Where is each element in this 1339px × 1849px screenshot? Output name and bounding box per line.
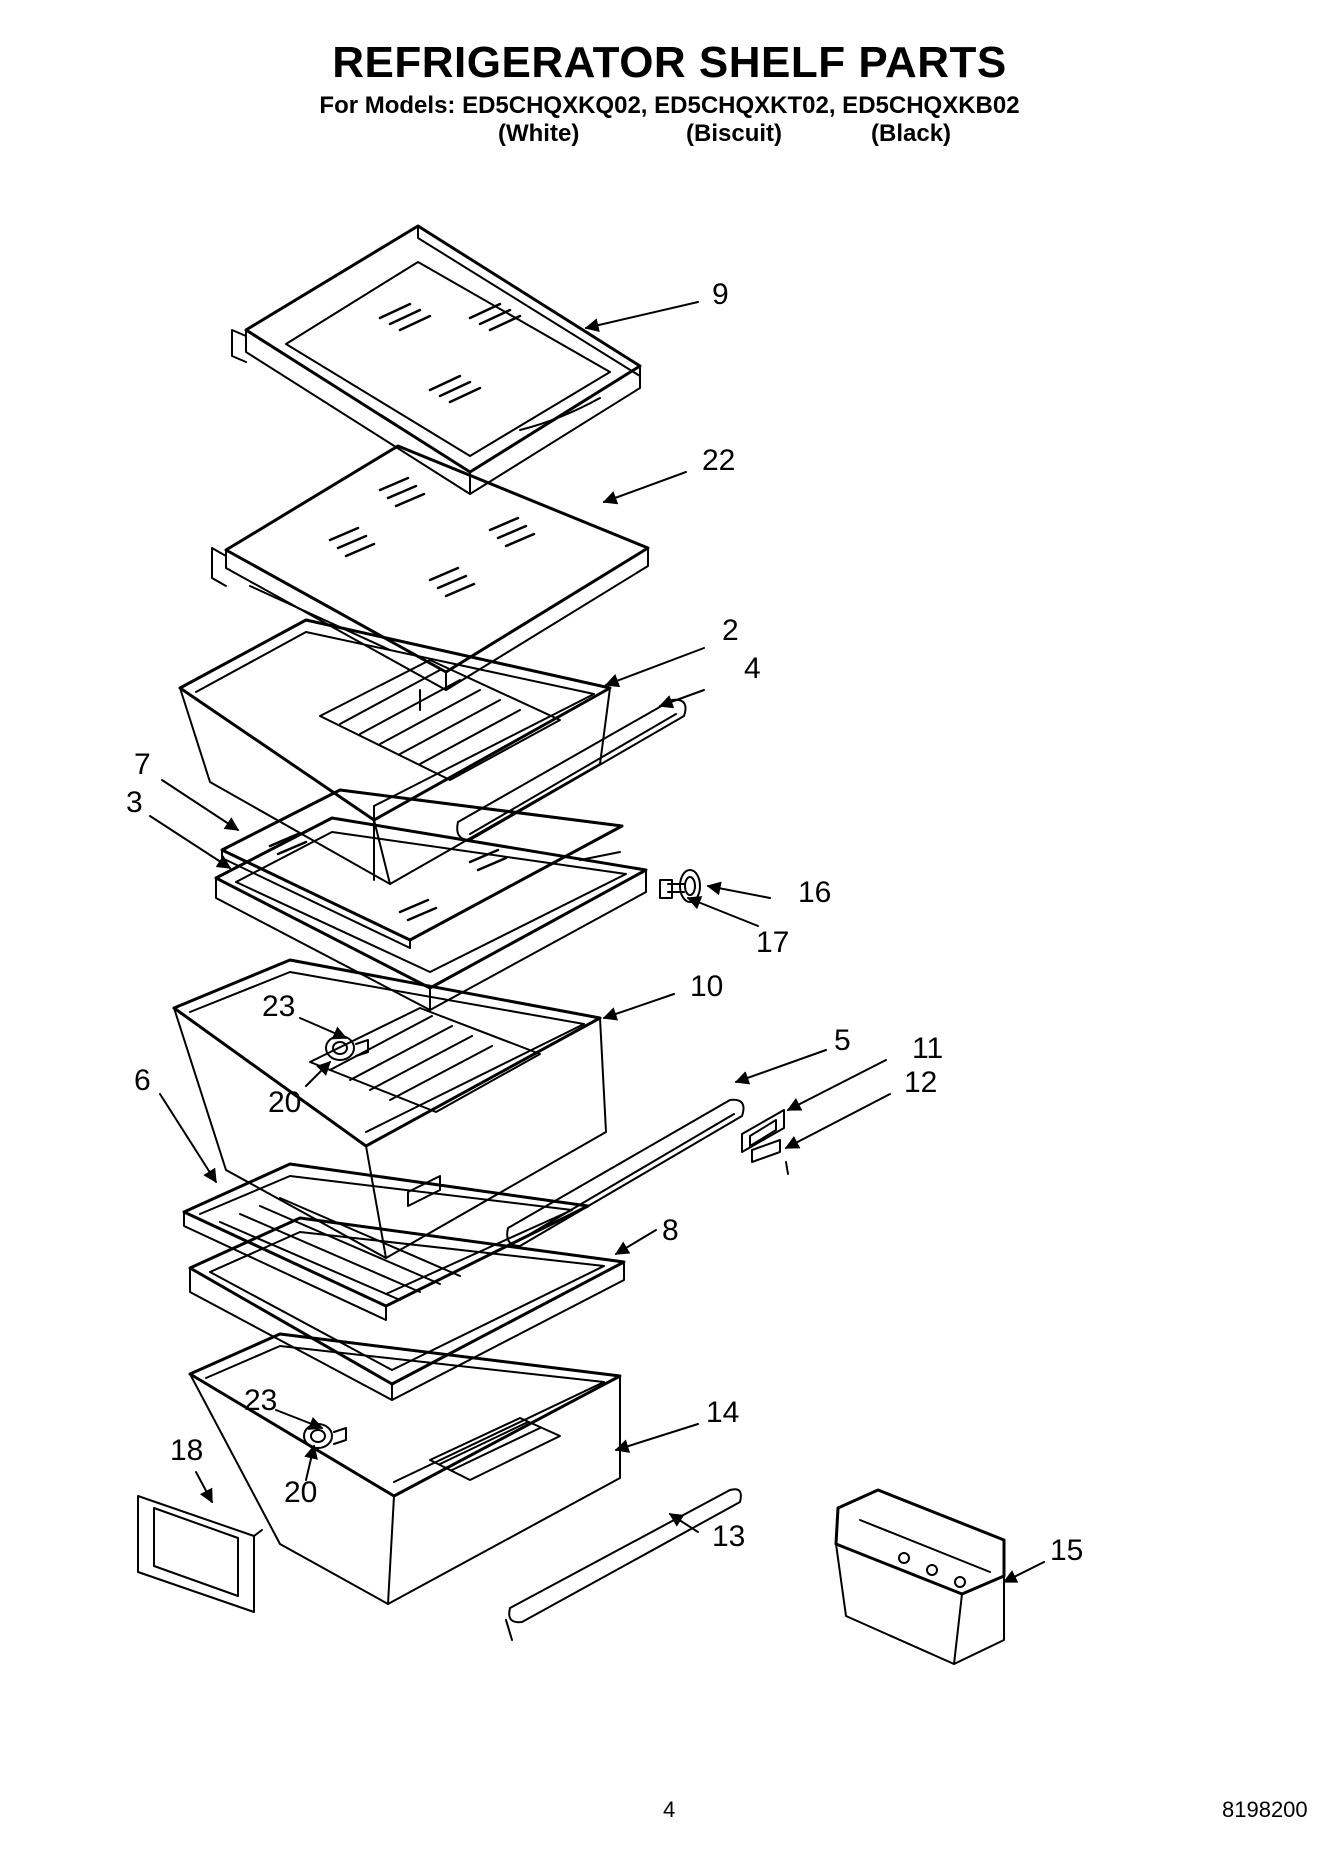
callout-23-lower: 23 [244,1384,277,1417]
callout-22: 22 [702,444,735,477]
callout-2: 2 [722,614,739,647]
callout-20-upper: 20 [268,1086,301,1119]
glass-cover-part-7 [220,788,624,949]
crisper-drawer-lower [188,1332,622,1605]
callout-12: 12 [904,1066,937,1099]
models-line: For Models: ED5CHQXKQ02, ED5CHQXKT02, ED… [319,92,1020,119]
leader-arrows [149,301,1045,1583]
callout-14: 14 [706,1396,739,1429]
crisper-drawer-part-10 [172,958,607,1259]
screw-part-17 [659,879,673,899]
callout-15: 15 [1050,1534,1083,1567]
handle-trim-part-5 [506,1098,745,1247]
callout-6: 6 [134,1064,151,1097]
callout-23-upper: 23 [262,990,295,1023]
callout-16: 16 [798,876,831,909]
callout-7: 7 [134,748,151,781]
callout-3: 3 [126,786,143,819]
dairy-bin-part-15 [834,1488,1006,1665]
callout-18: 18 [170,1434,203,1467]
shelf-part-22 [211,444,650,691]
callout-labels: 9 22 2 4 7 3 16 17 10 23 20 5 11 12 6 8 … [126,278,1083,1567]
callout-17: 17 [756,926,789,959]
clip-part-12 [751,1139,789,1175]
color-black: (Black) [871,120,952,147]
callout-20-lower: 20 [284,1476,317,1509]
trim-part-13 [505,1619,513,1641]
color-biscuit: (Biscuit) [686,120,782,147]
cover-frame-part-3 [214,816,648,1011]
page-title: REFRIGERATOR SHELF PARTS [332,38,1007,87]
callout-4: 4 [744,652,761,685]
crisper-drawer-part-2 [178,618,612,885]
shelf-part-9 [231,224,642,495]
glass-cover-part-6 [182,1162,590,1321]
color-white: (White) [498,120,580,147]
callout-9: 9 [712,278,729,311]
cover-frame-part-8 [188,1216,626,1401]
document-number: 8198200 [1222,1797,1308,1822]
page-number: 4 [663,1797,676,1822]
label-panel-part-18 [137,1495,263,1613]
bracket-part-11 [741,1109,785,1153]
callout-13: 13 [712,1520,745,1553]
callout-5: 5 [834,1024,851,1057]
handle-trim-part-14 [508,1488,742,1624]
callout-8: 8 [662,1214,679,1247]
callout-11: 11 [912,1032,943,1065]
callout-10: 10 [690,970,723,1003]
